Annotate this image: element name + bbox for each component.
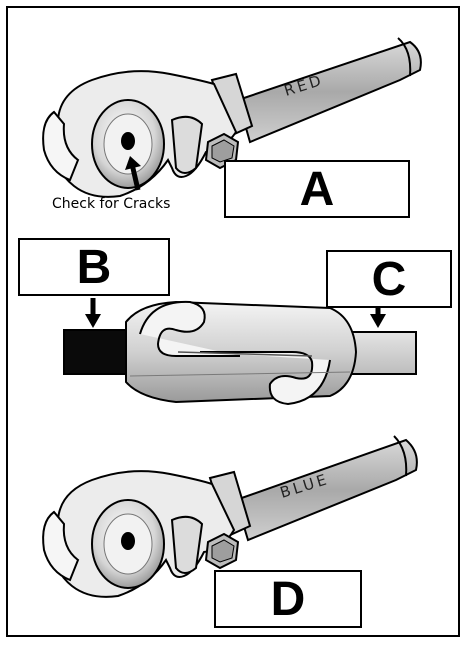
label-c-text: C <box>371 252 407 306</box>
label-b-text: B <box>76 240 112 294</box>
arrow-b <box>85 298 101 328</box>
blue-hose <box>234 438 418 542</box>
label-box-d: D <box>214 570 362 628</box>
blue-gladhand: BLUE <box>42 435 418 598</box>
label-box-b: B <box>18 238 170 296</box>
label-box-c: C <box>326 250 452 308</box>
red-hose <box>236 40 422 144</box>
red-gladhand: RED <box>42 37 422 198</box>
label-box-a: A <box>224 160 410 218</box>
crack-arrow <box>125 156 141 191</box>
label-d-text: D <box>270 572 306 626</box>
black-tube <box>63 329 131 375</box>
label-a-text: A <box>299 162 335 216</box>
grey-tube <box>345 331 417 375</box>
check-for-cracks-caption: Check for Cracks <box>52 196 171 212</box>
coupled-assembly <box>63 300 417 406</box>
